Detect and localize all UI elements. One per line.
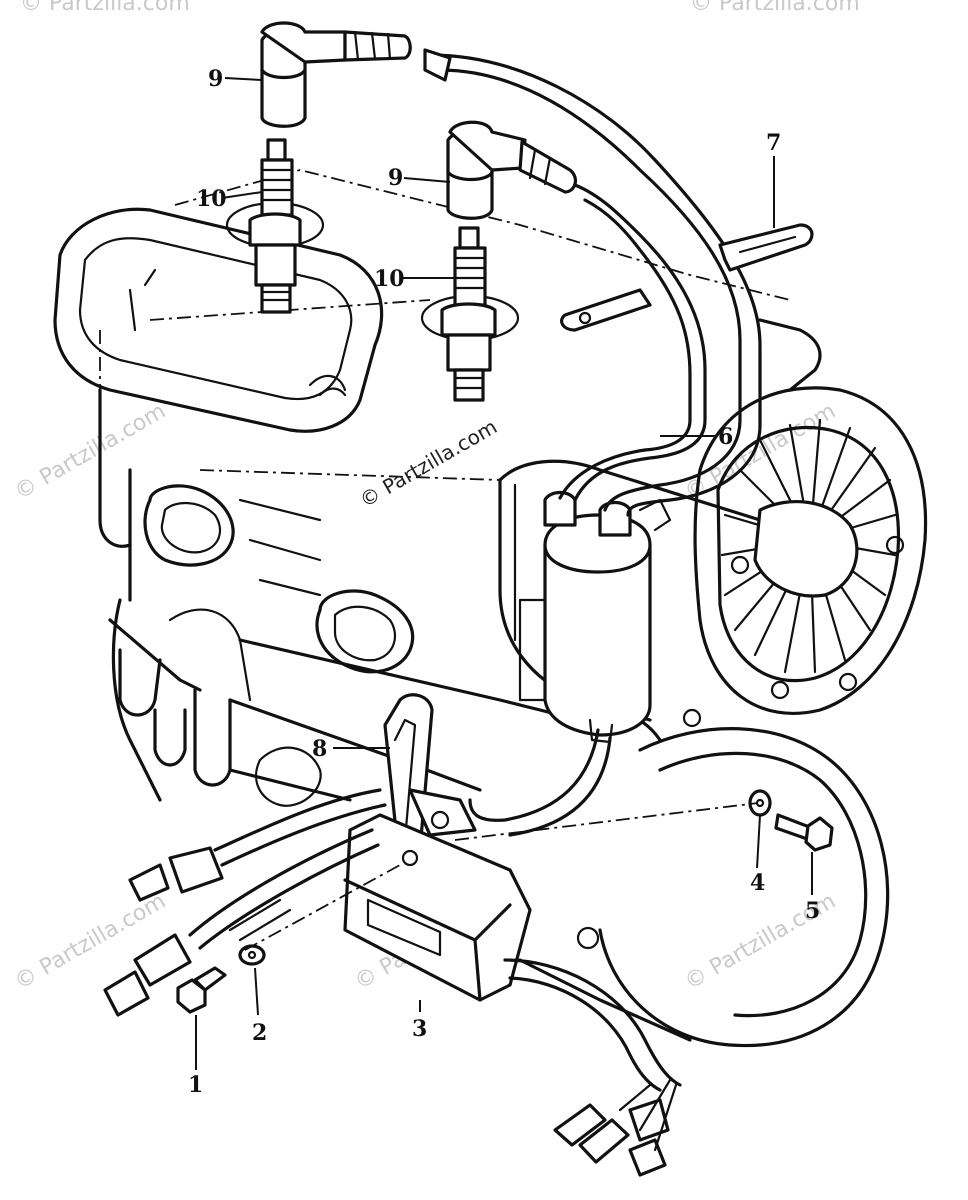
callout-7: 7: [766, 130, 781, 156]
callout-2: 2: [252, 1020, 267, 1046]
watermark-text: © Partzilla.com: [20, 0, 190, 16]
watermark-text: © Partzilla.com: [690, 0, 860, 16]
wire-harness: [103, 788, 387, 1017]
watermark-main: © Partzilla.com: [356, 414, 502, 512]
high-tension-lead: [423, 48, 762, 517]
callout-10: 10: [196, 186, 227, 212]
callout-labels: 9 9 10 10 7 6 8 4 5 3 2 1: [188, 66, 820, 1098]
watermark-text: © Partzilla.com: [11, 399, 171, 506]
wire-clamp: [383, 693, 477, 861]
callout-4: 4: [750, 870, 765, 896]
ignition-coil: [468, 490, 672, 837]
spark-plug-cap: [260, 21, 412, 128]
spark-plug: [420, 226, 520, 402]
callout-3: 3: [412, 1016, 427, 1042]
cdi-unit: [343, 813, 682, 1177]
callout-8: 8: [312, 736, 327, 762]
spark-plug: [225, 138, 325, 314]
callout-9: 9: [388, 165, 403, 191]
bolt: [774, 813, 834, 852]
bolt: [176, 966, 227, 1014]
washer: [238, 944, 266, 966]
mounting-bracket: [560, 223, 814, 332]
leader-lines: [195, 77, 813, 1070]
callout-9: 9: [208, 66, 223, 92]
callout-5: 5: [805, 898, 820, 924]
callout-10: 10: [374, 266, 405, 292]
callout-1: 1: [188, 1072, 203, 1098]
spark-plug-cap: [446, 120, 578, 220]
callout-6: 6: [718, 424, 733, 450]
